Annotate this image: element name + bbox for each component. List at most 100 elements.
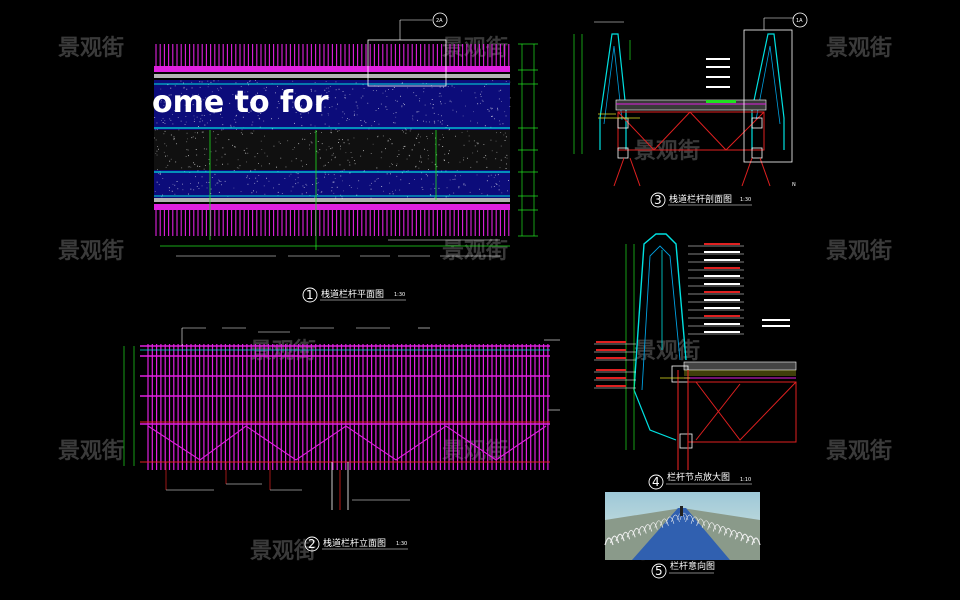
speckle-dot: [253, 130, 255, 132]
speckle-dot: [461, 90, 462, 92]
speckle-dot: [328, 90, 330, 92]
speckle-dot: [206, 181, 208, 183]
speckle-dot: [328, 173, 330, 175]
speckle-dot: [261, 149, 263, 150]
speckle-dot: [485, 158, 487, 160]
speckle-dot: [396, 165, 397, 167]
speckle-dot: [240, 132, 242, 134]
top-rail-posts: [155, 44, 510, 66]
speckle-dot: [499, 180, 500, 182]
speckle-dot: [353, 137, 355, 139]
speckle-dot: [164, 120, 166, 122]
speckle-dot: [482, 100, 484, 102]
speckle-dot: [160, 101, 162, 103]
speckle-dot: [281, 89, 283, 90]
speckle-dot: [432, 104, 434, 105]
speckle-dot: [247, 183, 249, 185]
speckle-dot: [499, 123, 501, 125]
speckle-dot: [203, 148, 205, 150]
speckle-dot: [442, 120, 443, 122]
speckle-dot: [357, 187, 358, 189]
speckle-dot: [469, 191, 471, 193]
speckle-dot: [224, 153, 226, 155]
speckle-dot: [330, 132, 332, 134]
label-bar: [704, 299, 740, 301]
speckle-dot: [350, 152, 352, 153]
speckle-dot: [257, 153, 259, 154]
speckle-dot: [370, 153, 372, 154]
speckle-dot: [162, 194, 163, 196]
speckle-dot: [155, 106, 157, 108]
speckle-dot: [314, 90, 316, 92]
speckle-dot: [169, 118, 171, 120]
speckle-dot: [198, 182, 199, 184]
speckle-dot: [181, 92, 182, 94]
speckle-dot: [341, 170, 343, 172]
speckle-dot: [500, 132, 502, 133]
speckle-dot: [325, 149, 327, 151]
speckle-dot: [376, 90, 377, 92]
speckle-dot: [217, 134, 219, 135]
speckle-dot: [503, 134, 505, 136]
speckle-dot: [360, 155, 362, 157]
speckle-dot: [453, 86, 455, 88]
speckle-dot: [396, 163, 398, 165]
speckle-dot: [353, 110, 355, 112]
speckle-dot: [160, 110, 162, 112]
speckle-dot: [476, 142, 478, 144]
speckle-dot: [418, 111, 420, 113]
speckle-dot: [163, 101, 165, 103]
speckle-dot: [419, 160, 420, 162]
speckle-dot: [165, 166, 167, 168]
speckle-dot: [251, 124, 253, 126]
speckle-dot: [477, 142, 479, 144]
speckle-dot: [306, 192, 307, 194]
speckle-dot: [314, 131, 316, 133]
speckle-dot: [396, 156, 398, 157]
speckle-dot: [301, 105, 302, 107]
speckle-dot: [197, 132, 198, 134]
speckle-dot: [203, 99, 205, 101]
speckle-dot: [463, 159, 464, 161]
speckle-dot: [331, 147, 333, 149]
view-title: 栈道栏杆立面图: [323, 537, 386, 549]
speckle-dot: [467, 157, 468, 159]
speckle-dot: [241, 94, 243, 96]
dimension-ticks: [518, 43, 538, 237]
truss-frame: [617, 111, 765, 151]
speckle-dot: [404, 128, 406, 130]
speckle-dot: [416, 138, 418, 139]
elevation-rails: [140, 345, 550, 425]
speckle-dot: [201, 101, 202, 103]
speckle-dot: [155, 139, 157, 141]
speckle-dot: [486, 166, 488, 168]
speckle-dot: [160, 88, 162, 90]
speckle-dot: [441, 123, 443, 125]
speckle-dot: [213, 80, 215, 82]
speckle-dot: [210, 81, 212, 83]
speckle-dot: [332, 154, 334, 156]
speckle-dot: [356, 194, 358, 196]
speckle-dot: [321, 132, 322, 133]
speckle-dot: [319, 109, 321, 111]
railing-arc: [685, 514, 694, 522]
speckle-dot: [403, 103, 404, 105]
speckle-dot: [297, 177, 299, 179]
speckle-dot: [495, 140, 497, 142]
speckle-dot: [364, 120, 365, 122]
speckle-dot: [349, 185, 351, 186]
truss-zigzag: [147, 425, 547, 461]
speckle-dot: [206, 187, 208, 189]
speckle-dot: [259, 104, 261, 106]
speckle-dot: [232, 94, 234, 95]
speckle-dot: [455, 135, 456, 137]
speckle-dot: [392, 193, 394, 195]
railing-arc: [604, 537, 614, 546]
speckle-dot: [261, 165, 262, 167]
speckle-dot: [266, 98, 267, 100]
speckle-dot: [340, 148, 341, 150]
speckle-dot: [440, 121, 441, 123]
speckle-dot: [327, 162, 329, 163]
speckle-dot: [300, 116, 302, 118]
speckle-dot: [276, 107, 278, 109]
